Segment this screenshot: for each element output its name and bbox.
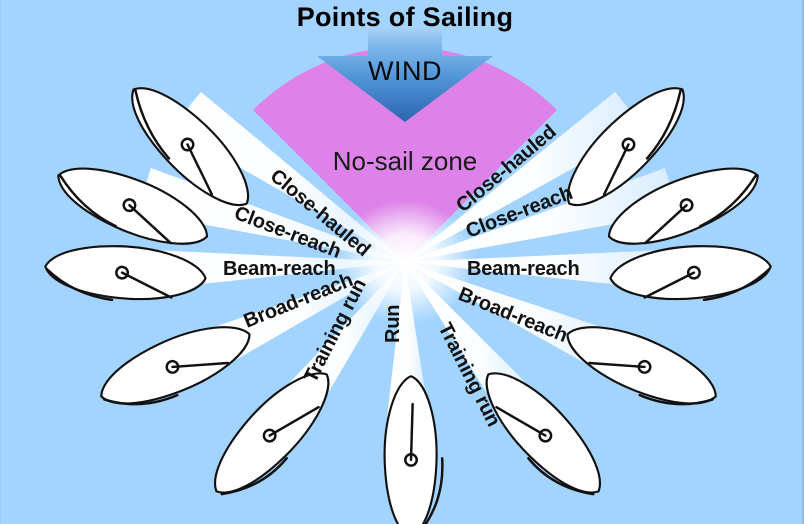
- boat-run: [383, 375, 444, 524]
- boat-beam-reach-starboard: [607, 239, 774, 306]
- label-beam-reach-port: Beam-reach: [223, 258, 336, 280]
- label-beam-reach-starboard: Beam-reach: [467, 258, 580, 280]
- page-title: Points of Sailing: [297, 2, 514, 32]
- boat-close-reach-starboard: [598, 150, 769, 262]
- ray-close-hauled-starboard: [405, 92, 645, 262]
- no-sail-zone-wedge: [253, 47, 557, 262]
- boats-group: [42, 70, 774, 524]
- wind-label: WIND: [368, 56, 442, 86]
- boat-broad-reach-port: [90, 308, 261, 422]
- boat-close-hauled-starboard: [549, 70, 703, 223]
- boat-training-run-port: [196, 355, 347, 511]
- no-sail-zone-label: No-sail zone: [333, 146, 478, 176]
- wind-arrow-shape: [317, 28, 493, 122]
- boat-close-reach-port: [47, 150, 218, 262]
- label-run: Run: [382, 305, 404, 343]
- boat-broad-reach-starboard: [556, 308, 727, 422]
- ray-close-hauled-port: [171, 92, 405, 262]
- boat-training-run-starboard: [468, 355, 619, 511]
- wind-arrow: WIND: [317, 28, 493, 122]
- boat-beam-reach-port: [42, 239, 209, 306]
- center-glow: [335, 200, 475, 324]
- boat-close-hauled-port: [113, 70, 267, 223]
- ray-run: [387, 262, 429, 418]
